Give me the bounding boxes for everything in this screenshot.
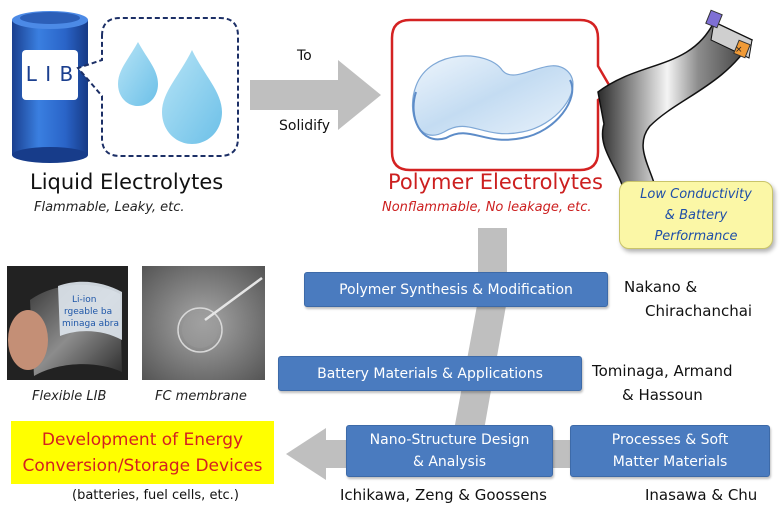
synthesis-researchers-line-1: Nakano & — [624, 278, 698, 296]
polymer-electrolytes-subtitle: Nonflammable, No leakage, etc. — [382, 200, 592, 215]
processes-line-1: Processes & Soft — [611, 432, 729, 448]
development-line-2: Conversion/Storage Devices — [22, 455, 263, 476]
development-examples: (batteries, fuel cells, etc.) — [72, 488, 239, 503]
processes-box: Processes & Soft Matter Materials — [570, 425, 770, 477]
polymer-synthesis-box: Polymer Synthesis & Modification — [304, 272, 608, 307]
svg-text:minaga abra: minaga abra — [62, 319, 119, 329]
liquid-electrolytes-subtitle: Flammable, Leaky, etc. — [34, 200, 185, 215]
battery-materials-box: Battery Materials & Applications — [278, 356, 582, 391]
flexible-lib-caption: Flexible LIB — [32, 389, 107, 404]
fc-membrane-caption: FC membrane — [155, 389, 247, 404]
large-drop-icon — [162, 50, 222, 144]
synthesis-researchers-line-2: Chirachanchai — [645, 302, 753, 320]
main-arrow — [250, 60, 381, 130]
svg-text:rgeable ba: rgeable ba — [64, 307, 112, 317]
fc-membrane-photo — [142, 266, 265, 380]
note-line-2: & Battery — [664, 207, 728, 223]
flexible-lib-photo: Li-ion rgeable ba minaga abra — [7, 266, 128, 380]
process-researchers: Inasawa & Chu — [645, 486, 758, 504]
polymer-electrolytes-title: Polymer Electrolytes — [388, 170, 603, 194]
liquid-electrolytes-title: Liquid Electrolytes — [30, 170, 224, 194]
small-drop-icon — [118, 42, 158, 106]
arrow-label-bottom: Solidify — [279, 118, 330, 134]
arrow-label-top: To — [297, 48, 312, 64]
polymer-film-edge — [412, 79, 574, 141]
processes-line-2: Matter Materials — [612, 454, 728, 470]
svg-text:×: × — [735, 45, 743, 55]
liquid-callout — [76, 17, 239, 157]
development-box: Development of Energy Conversion/Storage… — [11, 421, 274, 484]
svg-text:Li-ion: Li-ion — [72, 295, 96, 305]
battery-researchers-line-2: & Hassoun — [622, 386, 703, 404]
polymer-film-icon — [411, 55, 574, 136]
flexible-battery-icon: × — [597, 9, 754, 212]
note-line-1: Low Conductivity — [640, 186, 752, 202]
development-line-1: Development of Energy — [41, 429, 244, 450]
nano-structure-line-1: Nano-Structure Design — [369, 432, 530, 448]
note-line-3: Performance — [654, 228, 738, 244]
battery-icon — [12, 11, 88, 163]
conductivity-note: Low Conductivity & Battery Performance — [619, 181, 773, 249]
battery-label: L I B — [25, 62, 75, 86]
nano-structure-box: Nano-Structure Design & Analysis — [346, 425, 553, 477]
battery-researchers-line-1: Tominaga, Armand — [592, 362, 733, 380]
nano-researchers: Ichikawa, Zeng & Goossens — [340, 486, 547, 504]
research-flow-band — [454, 228, 507, 430]
nano-structure-line-2: & Analysis — [412, 454, 487, 470]
